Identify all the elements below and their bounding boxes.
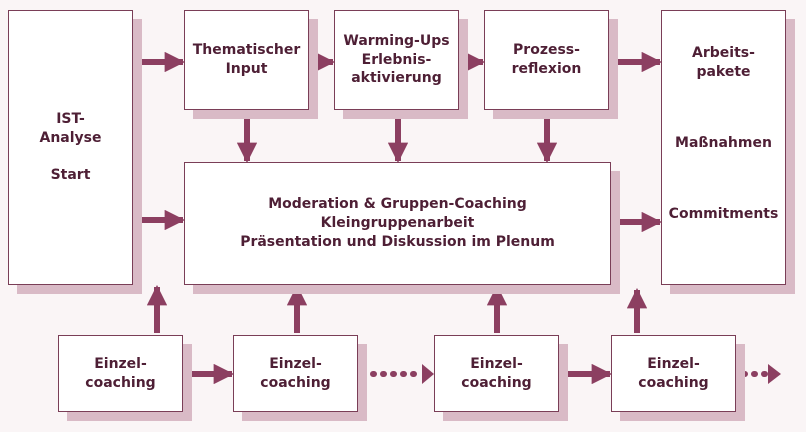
ist-analyse-start: Start (50, 167, 91, 184)
einzelcoaching-3-line1: Einzel- (470, 355, 523, 372)
warming-ups-line2: Erlebnis- (361, 51, 432, 68)
ist-analyse-box: IST- Analyse Start (8, 10, 133, 285)
warming-ups-box: Warming-Ups Erlebnis- aktivierung (334, 10, 459, 110)
warming-ups-line1: Warming-Ups (343, 32, 450, 49)
thematischer-input-line1: Thematischer (192, 42, 301, 59)
moderation-line3: Präsentation und Diskussion im Plenum (240, 233, 555, 250)
results-line1: Arbeits- (692, 45, 755, 61)
einzelcoaching-4-line2: coaching (638, 374, 709, 391)
prozessreflexion-line1: Prozess- (513, 42, 580, 59)
thematischer-input-box: Thematischer Input (184, 10, 309, 110)
einzelcoaching-box-3: Einzel- coaching (434, 335, 559, 412)
ist-analyse-line2: Analyse (39, 129, 102, 146)
einzelcoaching-1-line1: Einzel- (94, 355, 147, 372)
prozessreflexion-line2: reflexion (511, 61, 582, 77)
moderation-line1: Moderation & Gruppen-Coaching (268, 196, 527, 213)
ist-analyse-line1: IST- (56, 110, 85, 127)
einzelcoaching-3-line2: coaching (461, 374, 532, 391)
einzelcoaching-1-line2: coaching (85, 374, 156, 391)
einzelcoaching-box-2: Einzel- coaching (233, 335, 358, 412)
warming-ups-line3: aktivierung (351, 70, 442, 87)
results-line2: pakete (696, 63, 751, 80)
arrowhead-einzel3 (422, 364, 434, 384)
moderation-box: Moderation & Gruppen-Coaching Kleingrupp… (184, 162, 611, 285)
einzelcoaching-box-4: Einzel- coaching (611, 335, 736, 412)
thematischer-input-line2: Input (225, 61, 268, 77)
results-box: Arbeits- pakete Maßnahmen Commitments (661, 10, 786, 285)
arrowhead-end (768, 364, 781, 384)
einzelcoaching-4-line1: Einzel- (647, 355, 700, 372)
prozessreflexion-box: Prozess- reflexion (484, 10, 609, 110)
einzelcoaching-2-line1: Einzel- (269, 355, 322, 372)
results-massnahmen: Maßnahmen (675, 134, 772, 151)
einzelcoaching-2-line2: coaching (260, 374, 331, 391)
results-commitments: Commitments (668, 205, 779, 222)
moderation-line2: Kleingruppenarbeit (320, 215, 475, 232)
einzelcoaching-box-1: Einzel- coaching (58, 335, 183, 412)
